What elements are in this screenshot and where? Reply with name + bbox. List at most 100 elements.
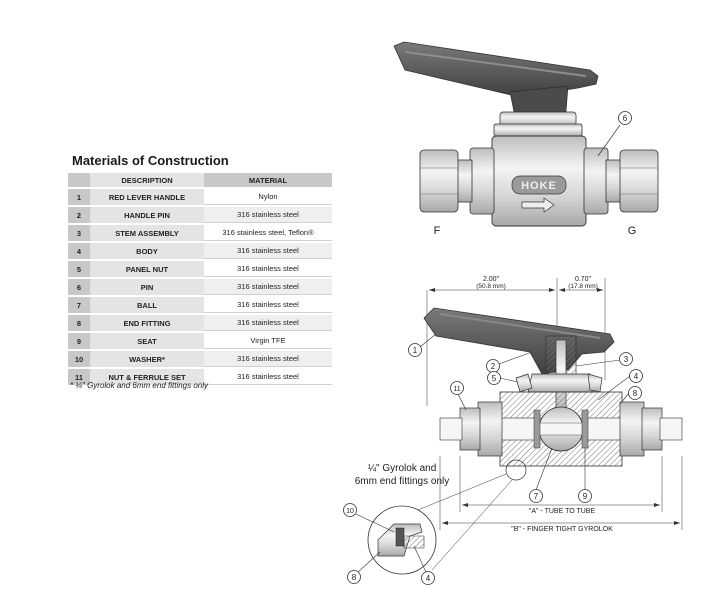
- flow-arrow-icon: [521, 197, 555, 213]
- row-description: BALL: [90, 297, 204, 313]
- row-material: 316 stainless steel: [204, 315, 332, 331]
- brand-logo: HOKE: [521, 180, 557, 192]
- end-fitting-section-left: [477, 401, 503, 457]
- row-material: 316 stainless steel: [204, 369, 332, 385]
- dimension-2in-mm: (50.8 mm): [476, 283, 506, 290]
- callout-1-label: 1: [413, 346, 418, 355]
- dimension-a-label: "A" - TUBE TO TUBE: [529, 508, 596, 515]
- row-material: 316 stainless steel: [204, 279, 332, 295]
- row-number: 5: [68, 261, 90, 277]
- callout-3: 3: [619, 352, 633, 366]
- detail-note-line2: 6mm end fittings only: [355, 476, 450, 487]
- end-fitting-left: [469, 147, 495, 215]
- row-number: 9: [68, 333, 90, 349]
- callout-6-label: 6: [623, 114, 628, 123]
- row-description: WASHER*: [90, 351, 204, 367]
- callout-1: 1: [408, 343, 422, 357]
- washer-detail: ¼" Gyrolok and 6mm end fittings only 10 …: [343, 459, 527, 585]
- port-label-f: F: [434, 225, 441, 237]
- row-number: 1: [68, 189, 90, 205]
- header-description: DESCRIPTION: [90, 173, 204, 187]
- callout-3-label: 3: [624, 355, 629, 364]
- tube-left: [439, 417, 463, 441]
- lever-handle-section: [423, 307, 615, 375]
- valve-external-view: HOKE 6 F G: [393, 41, 659, 237]
- row-number: 8: [68, 315, 90, 331]
- callout-11: 11: [450, 381, 464, 395]
- end-fitting-right: [583, 147, 609, 215]
- header-number: [68, 173, 90, 187]
- row-material: 316 stainless steel: [204, 243, 332, 259]
- callout-4-label: 4: [634, 372, 639, 381]
- dimension-2in: 2.00": [483, 276, 500, 283]
- washer: [395, 527, 405, 547]
- row-number: 7: [68, 297, 90, 313]
- row-number: 6: [68, 279, 90, 295]
- callout-5: 5: [487, 371, 501, 385]
- brand-plate: [511, 175, 567, 195]
- row-material: 316 stainless steel: [204, 351, 332, 367]
- callout-2: 2: [486, 359, 500, 373]
- row-number: 11: [68, 369, 90, 385]
- row-material: 316 stainless steel, Teflon®: [204, 225, 332, 241]
- row-number: 3: [68, 225, 90, 241]
- lever-handle-top: [393, 41, 599, 98]
- tube-right: [659, 417, 683, 441]
- row-description: BODY: [90, 243, 204, 259]
- callout-5-label: 5: [492, 374, 497, 383]
- port-label-g: G: [628, 225, 637, 237]
- valve-section-view: 2.00" (50.8 mm) 0.70" (17.8 mm): [408, 276, 683, 533]
- callout-8: 8: [628, 386, 642, 400]
- callout-7-label: 7: [534, 492, 539, 501]
- row-number: 10: [68, 351, 90, 367]
- end-fitting-section-right: [619, 401, 645, 457]
- materials-title: Materials of Construction: [72, 153, 229, 168]
- detail-reference-circle: [505, 459, 527, 481]
- detail-note-line1: ¼" Gyrolok and: [368, 462, 437, 474]
- callout-4-detail-label: 4: [426, 574, 431, 583]
- callout-10: 10: [343, 503, 357, 517]
- row-number: 2: [68, 207, 90, 223]
- panel-nut-section: [515, 373, 533, 393]
- callout-7: 7: [529, 489, 543, 503]
- seat-left: [533, 409, 541, 449]
- row-description: STEM ASSEMBLY: [90, 225, 204, 241]
- callout-4: 4: [629, 369, 643, 383]
- dimension-070in: 0.70": [575, 276, 592, 283]
- nut-left: [419, 149, 459, 213]
- dimension-070in-mm: (17.8 mm): [568, 283, 598, 290]
- callout-8-detail-label: 8: [352, 573, 357, 582]
- seat-right: [581, 409, 589, 449]
- callout-8-detail: 8: [347, 570, 361, 584]
- callout-11-label: 11: [453, 386, 460, 393]
- callout-10-label: 10: [346, 508, 354, 515]
- row-material: Virgin TFE: [204, 333, 332, 349]
- row-material: Nylon: [204, 189, 332, 205]
- callout-2-label: 2: [491, 362, 496, 371]
- row-description: SEAT: [90, 333, 204, 349]
- row-number: 4: [68, 243, 90, 259]
- row-material: 316 stainless steel: [204, 207, 332, 223]
- row-material: 316 stainless steel: [204, 297, 332, 313]
- nut-right: [619, 149, 659, 213]
- row-description: PANEL NUT: [90, 261, 204, 277]
- callout-9-label: 9: [583, 492, 588, 501]
- materials-footnote: * ¼" Gyrolok and 6mm end fittings only: [70, 381, 209, 390]
- table-header-row: DESCRIPTION MATERIAL: [68, 173, 332, 187]
- callout-9: 9: [578, 489, 592, 503]
- callout-6: [618, 111, 632, 125]
- row-material: 316 stainless steel: [204, 261, 332, 277]
- row-description: PIN: [90, 279, 204, 295]
- dimension-b-label: "B" - FINGER TIGHT GYROLOK: [511, 526, 613, 533]
